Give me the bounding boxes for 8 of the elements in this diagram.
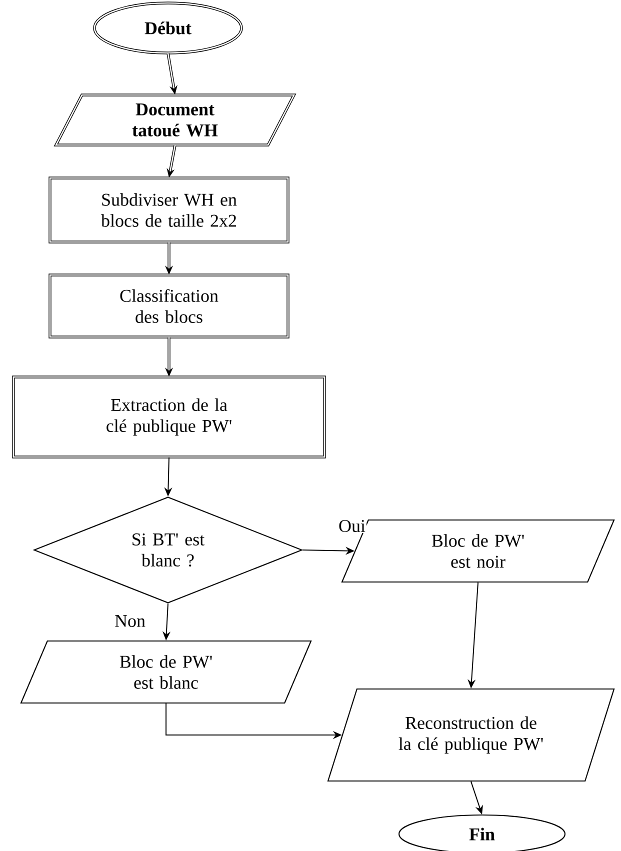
- process-box: Classification des blocs: [48, 274, 290, 338]
- edge-label: Non: [114, 614, 146, 628]
- process-box: Subdiviser WH en blocs de taille 2x2: [48, 176, 290, 244]
- data-parallelogram: Bloc de PW' est blanc: [20, 640, 312, 704]
- data-parallelogram: Reconstruction de la clé publique PW': [327, 688, 615, 782]
- edge-label: Oui: [338, 518, 366, 534]
- process-box: Extraction de la clé publique PW': [12, 376, 326, 458]
- terminal-oval: Début: [93, 2, 243, 54]
